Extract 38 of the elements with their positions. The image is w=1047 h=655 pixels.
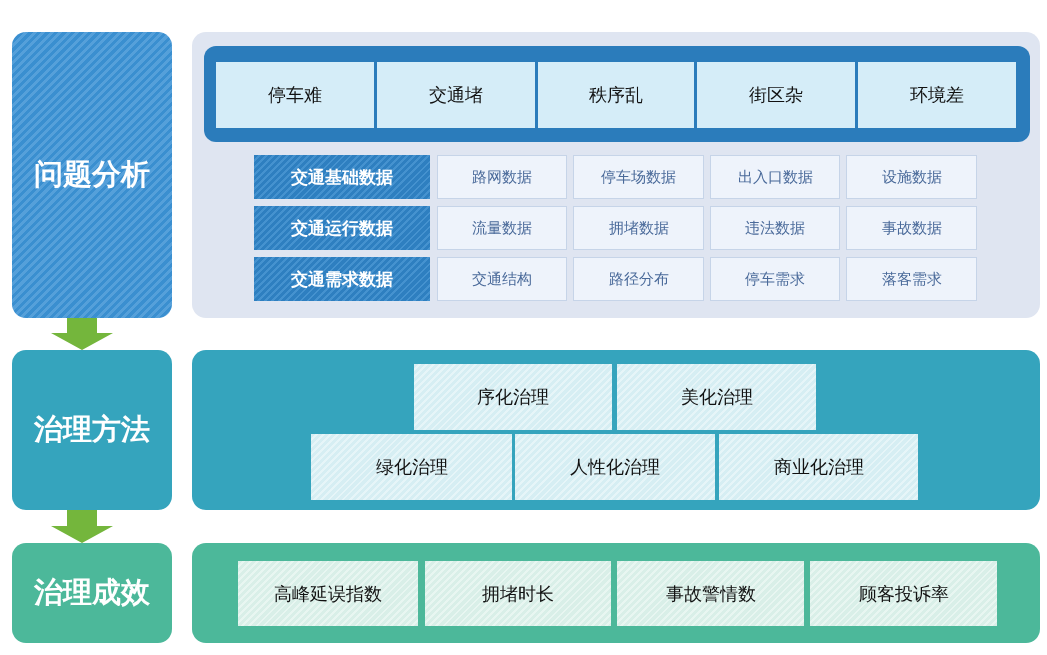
indicator-box: 高峰延误指数: [238, 561, 418, 626]
indicator-box: 事故警情数: [617, 561, 804, 626]
problem-box: 秩序乱: [538, 62, 694, 128]
data-item-box: 停车场数据: [573, 155, 704, 199]
data-item-box: 路网数据: [437, 155, 567, 199]
indicator-box: 拥堵时长: [425, 561, 611, 626]
method-box: 人性化治理: [515, 434, 715, 500]
stage-label-box: 治理成效: [12, 543, 172, 643]
method-box: 序化治理: [414, 364, 612, 430]
data-category-box: 交通运行数据: [254, 206, 430, 250]
down-arrow: [51, 510, 113, 543]
data-item-box: 违法数据: [710, 206, 840, 250]
stage-label-box: 问题分析: [12, 32, 172, 318]
data-item-box: 路径分布: [573, 257, 704, 301]
data-item-box: 落客需求: [846, 257, 977, 301]
stage-panel: [192, 543, 1040, 643]
indicator-box: 顾客投诉率: [810, 561, 997, 626]
method-box: 绿化治理: [311, 434, 512, 500]
problem-box: 环境差: [858, 62, 1016, 128]
method-box: 美化治理: [617, 364, 816, 430]
data-item-box: 交通结构: [437, 257, 567, 301]
method-box: 商业化治理: [719, 434, 918, 500]
problem-box: 停车难: [216, 62, 374, 128]
data-item-box: 设施数据: [846, 155, 977, 199]
data-category-box: 交通基础数据: [254, 155, 430, 199]
data-category-box: 交通需求数据: [254, 257, 430, 301]
data-item-box: 停车需求: [710, 257, 840, 301]
problem-box: 交通堵: [377, 62, 535, 128]
stage-label-box: 治理方法: [12, 350, 172, 510]
data-item-box: 事故数据: [846, 206, 977, 250]
problem-band: [204, 46, 1030, 142]
data-item-box: 拥堵数据: [573, 206, 704, 250]
data-item-box: 出入口数据: [710, 155, 840, 199]
down-arrow: [51, 318, 113, 350]
data-item-box: 流量数据: [437, 206, 567, 250]
stage-panel: [192, 350, 1040, 510]
problem-box: 街区杂: [697, 62, 855, 128]
stage-panel: [192, 32, 1040, 318]
